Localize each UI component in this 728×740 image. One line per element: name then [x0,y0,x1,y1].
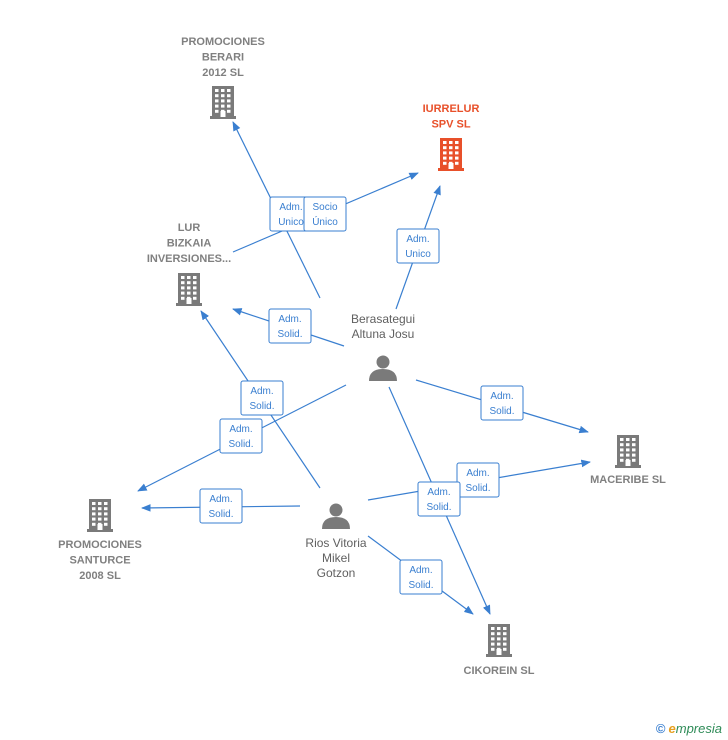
brand-initial: e [668,721,676,736]
node-santurce[interactable]: PROMOCIONES SANTURCE 2008 SL [58,499,142,582]
node-label-line: SANTURCE [69,555,130,567]
edge-label-rios-cikorein[interactable]: Adm. Solid. [399,559,443,595]
edge-label-box [417,481,461,517]
edge-label-text: Solid. [408,580,433,591]
node-label-line: IURRELUR [423,103,480,115]
nodes-layer: PROMOCIONES BERARI 2012 SL IURRELUR SPV SL LU… [58,36,666,677]
node-label-line: INVERSIONES... [147,253,231,265]
edge-label-berasategui-lur[interactable]: Adm. Solid. [268,308,312,344]
node-label-line: PROMOCIONES [58,539,142,551]
edge-label-berasategui-santurce[interactable]: Adm. Solid. [219,418,263,454]
node-label-line: 2008 SL [79,570,121,582]
edge-label-text: Adm. [490,391,513,402]
node-label-line: PROMOCIONES [181,36,265,48]
edge-label-berasategui-maceribe[interactable]: Adm. Solid. [480,385,524,421]
node-label-line: Mikel [322,551,350,565]
edge-label-text: Socio [312,202,337,213]
edge-label-rios-maceribe[interactable]: Adm. Solid. [456,462,500,498]
building-icon [615,435,641,468]
node-label-line: CIKOREIN SL [464,665,535,677]
edge-label-text: Adm. [406,234,429,245]
node-berari[interactable]: PROMOCIONES BERARI 2012 SL [181,36,265,119]
edge-label-text: Adm. [279,202,302,213]
building-icon [210,86,236,119]
edge-label-text: Adm. [229,424,252,435]
edge-label-box [396,228,440,264]
edge-label-text: Solid. [426,502,451,513]
building-icon [87,499,113,532]
edge-label-text: Adm. [427,487,450,498]
node-iurrelur[interactable]: IURRELUR SPV SL [423,103,480,171]
edge-label-box [268,308,312,344]
node-label-line: Rios Vitoria [305,536,366,550]
edge-label-box [219,418,263,454]
node-label-line: SPV SL [431,119,470,131]
edge-label-text: Único [312,215,338,228]
node-maceribe[interactable]: MACERIBE SL [590,435,666,486]
edge-label-text: Adm. [278,314,301,325]
edge-label-box [303,196,347,232]
node-label-line: Berasategui [351,312,415,326]
node-label-line: 2012 SL [202,67,244,79]
edge-label-text: Solid. [465,483,490,494]
node-label-line: Gotzon [317,566,356,580]
edge-label-text: Solid. [277,329,302,340]
node-cikorein[interactable]: CIKOREIN SL [464,624,535,677]
building-icon [486,624,512,657]
person-icon [322,503,350,529]
copyright-icon: © [655,721,666,736]
edge-label-text: Adm. [466,468,489,479]
node-label-line: BERARI [202,52,244,64]
building-icon [438,138,464,171]
edge-label-berasategui-iurrelur[interactable]: Adm. Unico [396,228,440,264]
edge-labels-layer: Adm.UnicoSocioÚnicoAdm.UnicoAdm.Solid.Ad… [199,196,524,595]
person-icon [369,355,397,381]
node-label-line: Altuna Josu [352,327,415,341]
edge-label-text: Solid. [228,439,253,450]
edge-label-text: Adm. [409,565,432,576]
edge-label-box [480,385,524,421]
edge-label-text: Solid. [489,406,514,417]
edge-label-rios-lur[interactable]: Adm. Solid. [240,380,284,416]
node-lur[interactable]: LUR BIZKAIA INVERSIONES... [147,222,231,306]
edge-label-box [199,488,243,524]
empresia-watermark: ©empresia [656,721,722,736]
edge-label-rios-santurce[interactable]: Adm. Solid. [199,488,243,524]
node-label-line: BIZKAIA [167,238,212,250]
edge-label-text: Solid. [249,401,274,412]
edge-label-berasategui-cikorein[interactable]: Adm. Solid. [417,481,461,517]
edge-label-box [240,380,284,416]
node-label-line: LUR [178,222,201,234]
brand-name: mpresia [675,721,722,736]
edge-label-text: Adm. [250,386,273,397]
edge-label-box [456,462,500,498]
edge-label-text: Adm. [209,494,232,505]
node-label-line: MACERIBE SL [590,474,666,486]
edge-label-box [399,559,443,595]
edge-label-text: Solid. [208,509,233,520]
building-icon [176,273,202,306]
edge-label-text: Unico [278,217,304,228]
edge-label-text: Unico [405,249,431,260]
